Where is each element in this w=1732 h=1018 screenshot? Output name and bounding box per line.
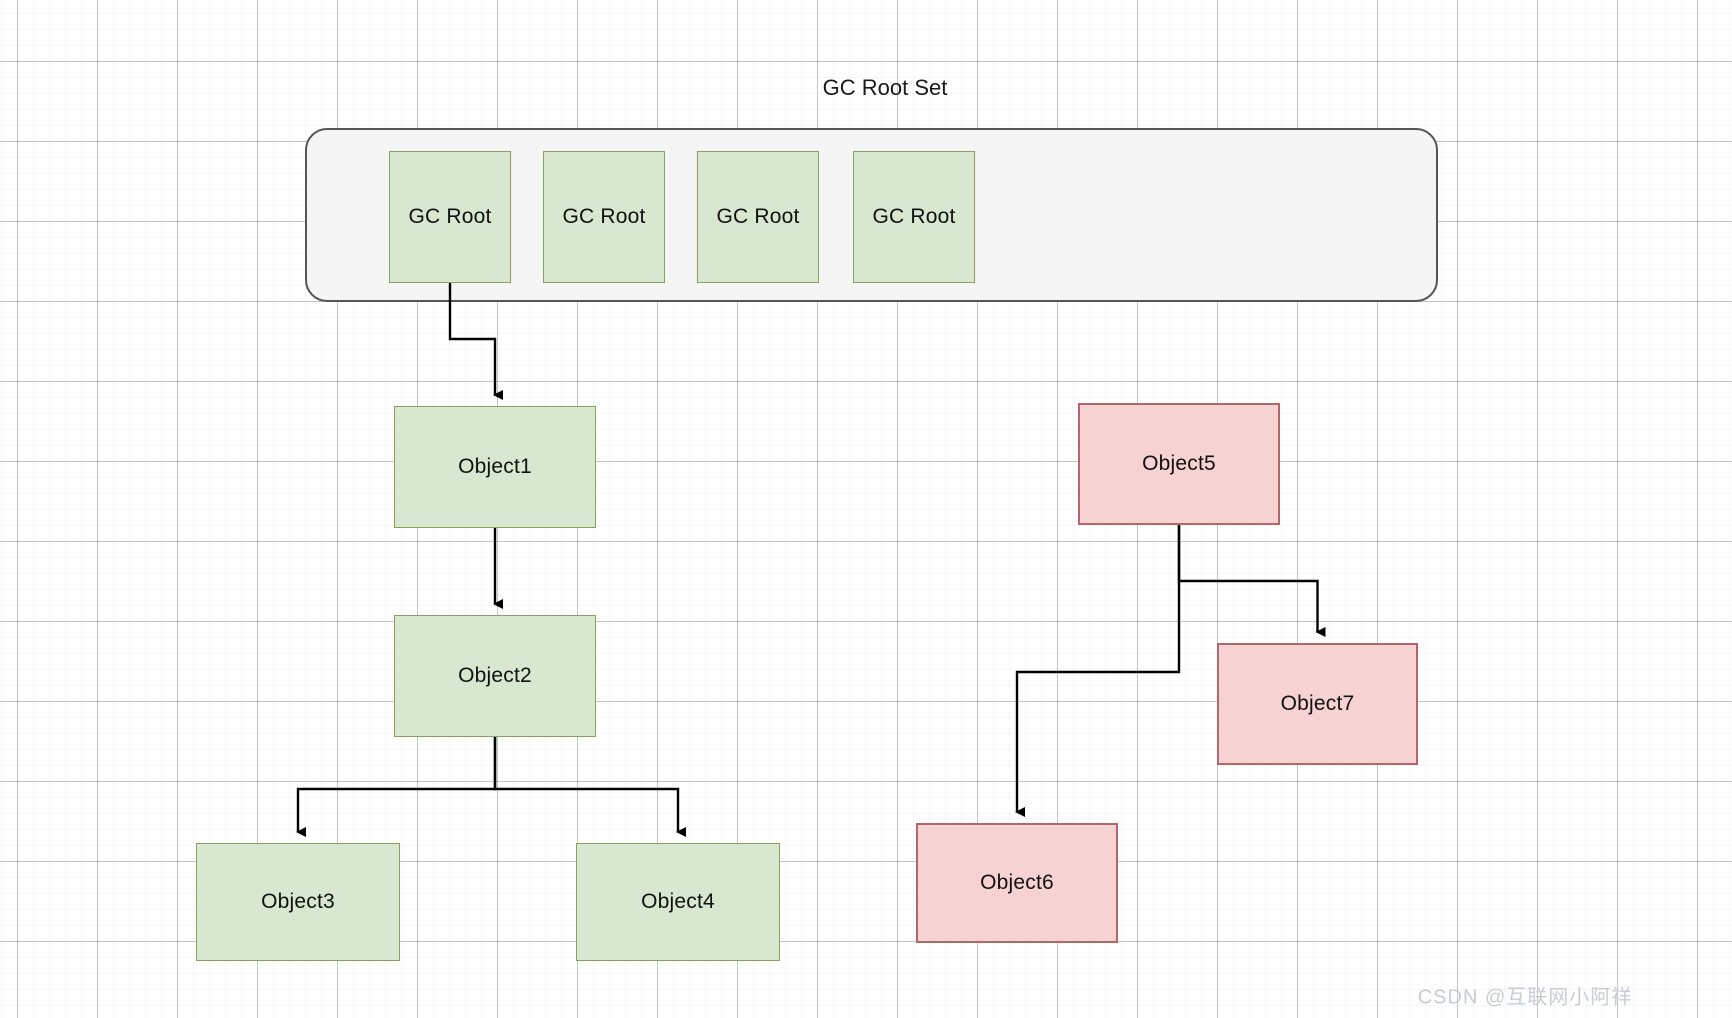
node-label: GC Root bbox=[562, 205, 646, 228]
gc-root-box-3[interactable]: GC Root bbox=[697, 151, 819, 283]
edge-group bbox=[296, 283, 1326, 837]
object-node-object7[interactable]: Object7 bbox=[1217, 643, 1418, 765]
edge-object5-object7 bbox=[1177, 525, 1326, 637]
node-label: Object3 bbox=[261, 890, 335, 913]
node-label: Object7 bbox=[1280, 692, 1355, 715]
node-label: GC Root bbox=[872, 205, 956, 228]
node-label: Object2 bbox=[458, 664, 532, 687]
node-label: GC Root bbox=[716, 205, 800, 228]
page-title: GC Root Set bbox=[822, 75, 948, 100]
object-node-object2[interactable]: Object2 bbox=[394, 615, 596, 737]
object-node-object3[interactable]: Object3 bbox=[196, 843, 400, 961]
gc-root-box-2[interactable]: GC Root bbox=[543, 151, 665, 283]
edge-object2-object4 bbox=[493, 737, 686, 837]
object-node-object4[interactable]: Object4 bbox=[576, 843, 780, 961]
node-label: Object1 bbox=[458, 455, 532, 478]
object-node-object6[interactable]: Object6 bbox=[916, 823, 1118, 943]
object-node-object5[interactable]: Object5 bbox=[1078, 403, 1280, 525]
edge-object5-object6 bbox=[1015, 525, 1181, 817]
edge-object2-object3 bbox=[296, 737, 497, 837]
node-label: Object4 bbox=[641, 890, 715, 913]
gc-root-box-4[interactable]: GC Root bbox=[853, 151, 975, 283]
node-label: Object5 bbox=[1142, 452, 1216, 475]
node-label: Object6 bbox=[980, 871, 1054, 894]
object-node-object1[interactable]: Object1 bbox=[394, 406, 596, 528]
node-label: GC Root bbox=[408, 205, 492, 228]
watermark: CSDN @互联网小阿祥 bbox=[1417, 986, 1633, 1009]
gc-root-box-1[interactable]: GC Root bbox=[389, 151, 511, 283]
